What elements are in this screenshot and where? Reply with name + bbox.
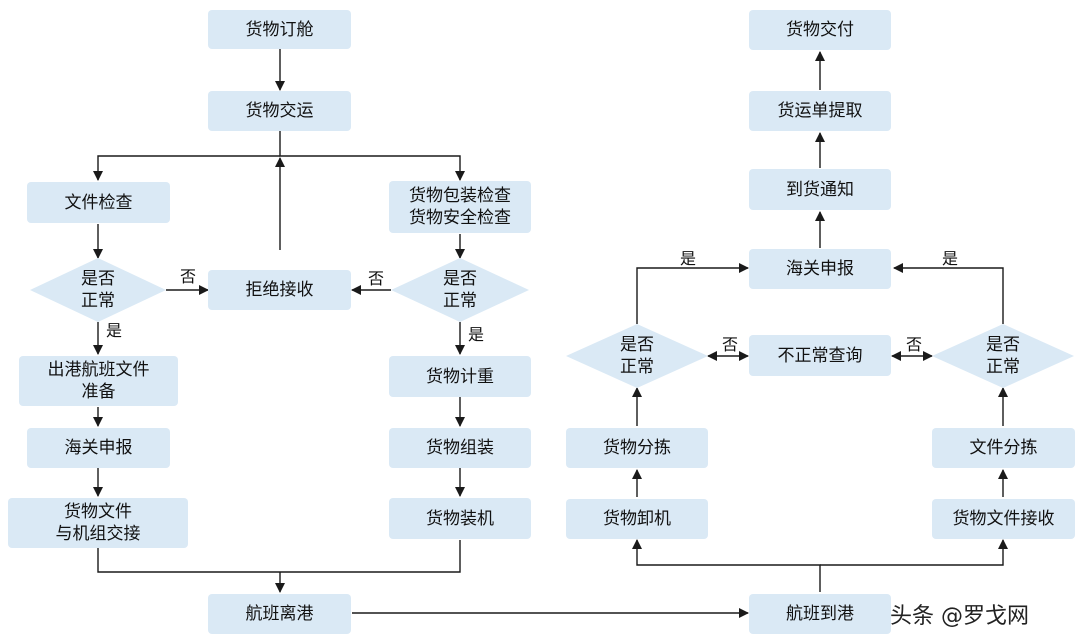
decision-r2-label: 是否 正常 (986, 335, 1020, 377)
node-sort: 货物分拣 (566, 428, 708, 468)
node-arrive: 航班到港 (749, 594, 891, 634)
node-doc-check: 文件检查 (27, 182, 170, 223)
node-unload: 货物卸机 (566, 499, 708, 539)
decision-left-label: 是否 正常 (81, 269, 115, 311)
node-out-prep: 出港航班文件 准备 (19, 356, 178, 406)
node-notify: 到货通知 (749, 169, 891, 210)
node-waybill: 货运单提取 (749, 91, 891, 131)
decision-r1-shape (566, 324, 708, 388)
edge-label-yes-mid: 是 (468, 325, 485, 344)
decision-mid-label: 是否 正常 (443, 269, 477, 311)
edge-label-yes-r1: 是 (680, 249, 697, 268)
edge-arrive-unload (632, 539, 821, 592)
node-weigh: 货物计重 (389, 356, 531, 397)
decision-mid-shape (391, 258, 529, 322)
node-load: 货物装机 (389, 498, 531, 539)
node-pack-check: 货物包装检查 货物安全检查 (389, 181, 531, 233)
node-abnormal: 不正常查询 (749, 335, 891, 376)
node-assemble: 货物组装 (389, 428, 531, 468)
node-reject: 拒绝接收 (208, 270, 351, 310)
decision-r1-label: 是否 正常 (620, 335, 654, 377)
edge-arrive-docreceive (820, 539, 1008, 566)
edge-merge-bottom (97, 540, 461, 573)
edge-dr2-customs (893, 263, 1004, 324)
edge-label-no-r2: 否 (906, 335, 923, 354)
node-doc-sort: 文件分拣 (932, 428, 1075, 468)
decision-r2-shape (932, 324, 1074, 388)
node-customs-right: 海关申报 (749, 249, 891, 289)
node-handover: 货物文件 与机组交接 (8, 498, 188, 548)
node-depart: 航班离港 (208, 594, 351, 634)
node-consign: 货物交运 (208, 91, 351, 131)
node-booking: 货物订舱 (208, 10, 351, 49)
node-deliver: 货物交付 (749, 10, 891, 50)
edge-branch-right (279, 131, 465, 181)
edge-label-no-mid: 否 (368, 269, 385, 288)
watermark: 头条 @罗戈网 (890, 604, 1029, 629)
edge-label-no-r1: 否 (722, 335, 739, 354)
node-doc-receive: 货物文件接收 (932, 499, 1075, 539)
decision-left-shape (30, 258, 166, 322)
edge-dr1-customs (636, 263, 749, 324)
edge-label-yes-r2: 是 (942, 249, 959, 268)
edge-label-yes-left: 是 (106, 321, 123, 340)
edge-label-no-left: 否 (180, 267, 197, 286)
edge-branch-left (93, 155, 280, 181)
node-customs-left: 海关申报 (27, 428, 170, 468)
